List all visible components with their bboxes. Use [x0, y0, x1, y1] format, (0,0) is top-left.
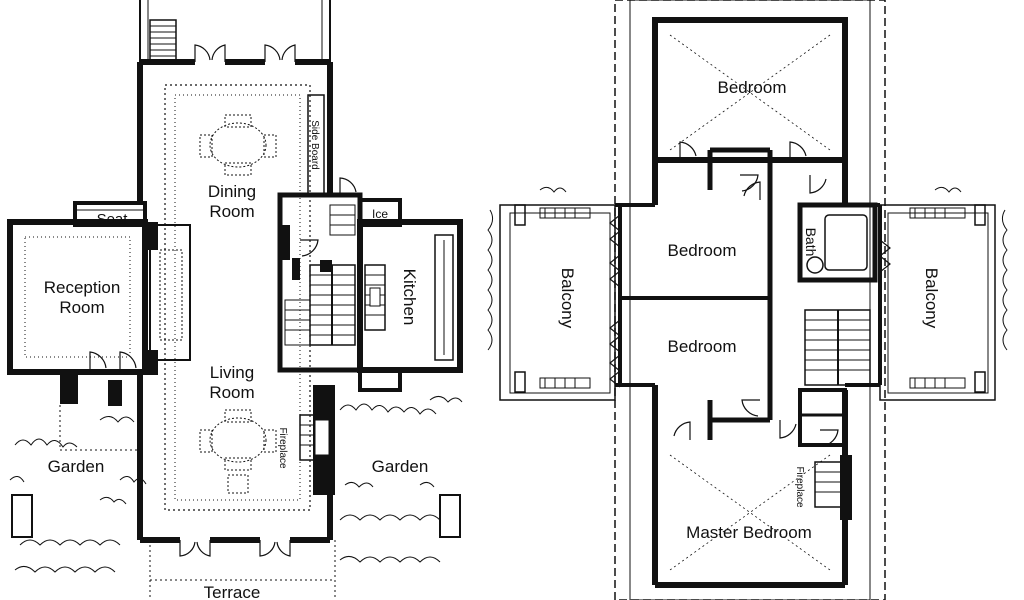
terrace-label: Terrace [204, 583, 261, 600]
bath-label: Bath [803, 228, 819, 257]
dining-room-label-line2: Room [209, 202, 254, 221]
bedroom-top-label: Bedroom [718, 78, 787, 97]
upper-stairs [804, 309, 871, 386]
balcony-left-label: Balcony [558, 268, 577, 329]
bedroom-middle-label: Bedroom [668, 241, 737, 260]
dining-room-label-line1: Dining [208, 182, 256, 201]
garden-left-label: Garden [48, 457, 105, 476]
dining-table [199, 114, 277, 176]
kitchen-label: Kitchen [400, 269, 419, 326]
upper-fireplace-label: Fireplace [794, 466, 805, 508]
upper-floor-labels: Bedroom Bedroom Bedroom Master Bedroom B… [558, 78, 941, 542]
ground-floor-labels: Dining Room Living Room Reception Room K… [44, 120, 429, 600]
upper-floor-plan [487, 0, 1008, 600]
fireplace-label: Fireplace [277, 427, 288, 469]
living-table [199, 409, 277, 494]
living-room-label-line2: Room [209, 383, 254, 402]
bath-walls [797, 202, 878, 283]
ground-floor-plan [7, 0, 463, 600]
reception-room-label-line1: Reception [44, 278, 121, 297]
side-board-label: Side Board [309, 120, 320, 169]
ice-label: Ice [372, 207, 388, 221]
balcony-right-label: Balcony [922, 268, 941, 329]
living-room-label-line1: Living [210, 363, 254, 382]
bedroom-lower-label: Bedroom [668, 337, 737, 356]
right-balcony-outline [879, 204, 996, 401]
seat [73, 201, 147, 227]
seat-label: Seat [97, 211, 129, 228]
garden-right-label: Garden [372, 457, 429, 476]
bathtub [824, 214, 868, 271]
ground-stairs [284, 204, 356, 346]
garden-foliage-left [9, 396, 463, 573]
master-bedroom-label: Master Bedroom [686, 523, 812, 542]
top-bedroom-walls [652, 17, 848, 163]
reception-room-walls [7, 219, 148, 375]
left-balcony-outline [499, 204, 616, 401]
reception-room-label-line2: Room [59, 298, 104, 317]
